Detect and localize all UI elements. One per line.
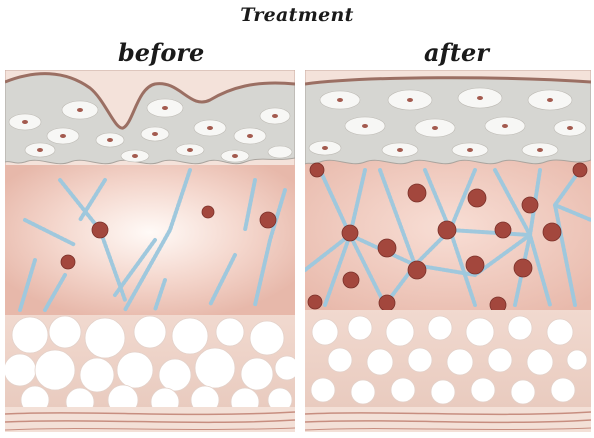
after-skin-panel xyxy=(305,70,591,432)
bottom-tissue-band xyxy=(5,407,295,432)
bottom-tissue-band xyxy=(305,407,591,432)
diagram-title: Treatment xyxy=(0,4,594,26)
before-skin-panel xyxy=(5,70,295,432)
after-label: after xyxy=(424,38,489,67)
before-label: before xyxy=(118,38,204,67)
